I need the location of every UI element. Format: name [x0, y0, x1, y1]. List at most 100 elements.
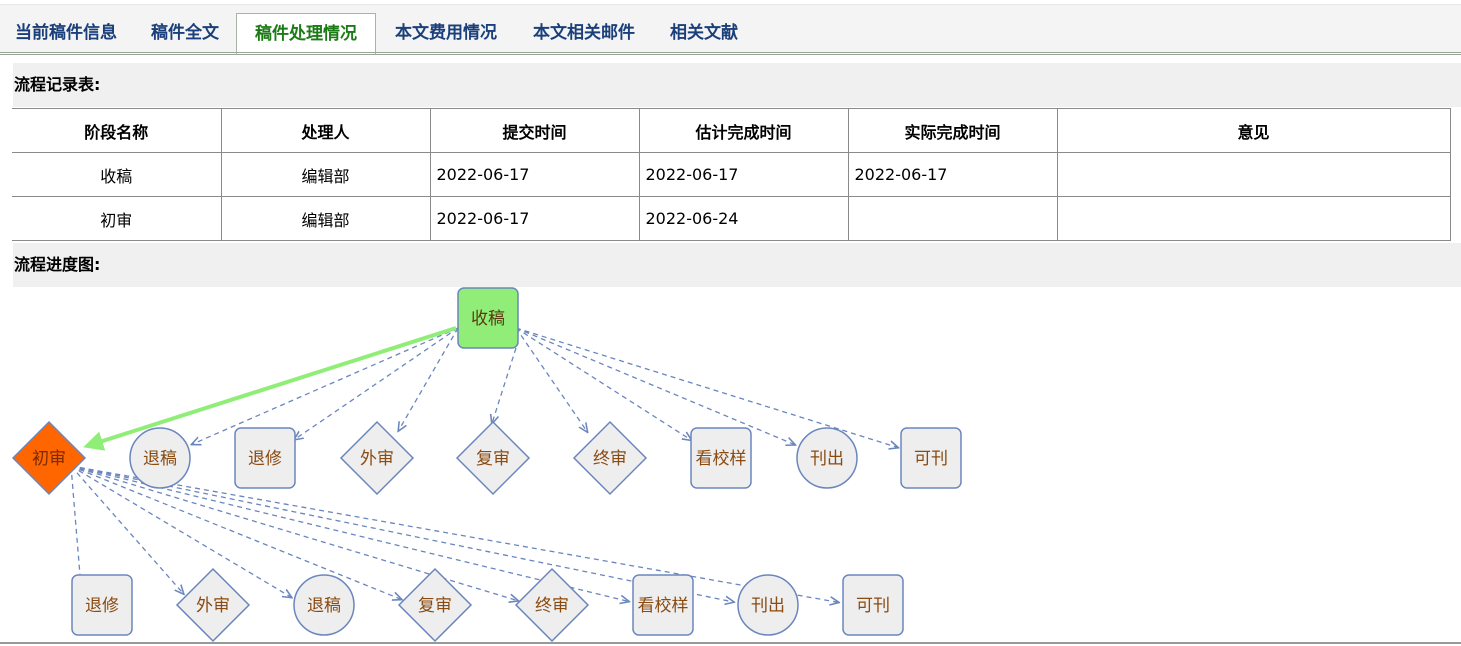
cell-stage: 初审: [12, 196, 222, 241]
flow-node-shape: [234, 427, 296, 489]
flow-node: 外审: [175, 567, 251, 643]
tab-full-text[interactable]: 稿件全文: [151, 23, 219, 43]
flow-node-label: 可刊: [914, 449, 948, 469]
flow-node: 退稿: [293, 574, 355, 636]
flow-node-shape: [339, 420, 415, 496]
flow-node-shape: [455, 420, 531, 496]
flow-node-shape: [514, 567, 590, 643]
column-header: 处理人: [220, 108, 431, 153]
cell-estimated: 2022-06-24: [638, 196, 849, 241]
flow-node-start: 收稿: [457, 287, 519, 349]
cell-handler: 编辑部: [220, 152, 431, 197]
cell-estimated: 2022-06-17: [638, 152, 849, 197]
tab-fee-status[interactable]: 本文费用情况: [395, 23, 497, 43]
column-header: 意见: [1056, 108, 1451, 153]
flow-node-current-label: 初审: [32, 449, 66, 469]
flow-node-shape: [690, 427, 752, 489]
flow-node: 终审: [514, 567, 590, 643]
cell-actual: [847, 196, 1058, 241]
flow-edge: [70, 465, 839, 603]
flow-node-label: 复审: [418, 596, 452, 616]
flow-edge: [515, 327, 899, 448]
flow-node: 看校样: [690, 427, 752, 489]
flow-node-label: 终审: [593, 449, 627, 469]
flow-node-current-shape: [11, 420, 87, 496]
record-table: 阶段名称 处理人 提交时间 估计完成时间 实际完成时间 意见 收稿 编辑部 20…: [12, 108, 1451, 241]
flow-node-label: 退修: [85, 596, 119, 616]
flow-node-start-label: 收稿: [471, 309, 505, 329]
flow-node-start-shape: [457, 287, 519, 349]
flow-node: 退修: [234, 427, 296, 489]
flow-node-shape: [71, 574, 133, 636]
flow-edge: [70, 465, 292, 598]
column-header: 估计完成时间: [638, 108, 849, 153]
flow-node-shape: [796, 427, 858, 489]
flow-node-shape: [293, 574, 355, 636]
flow-edge: [70, 465, 81, 591]
flow-node-label: 刊出: [810, 449, 844, 469]
flow-edge: [191, 327, 459, 445]
flow-node: 刊出: [737, 574, 799, 636]
flow-node: 退稿: [129, 427, 191, 489]
record-section-title: 流程记录表:: [13, 63, 1461, 107]
flow-node: 可刊: [842, 574, 904, 636]
flow-edge: [294, 327, 459, 440]
flow-edge: [515, 327, 796, 445]
flow-node-label: 复审: [476, 449, 510, 469]
flow-edge: [70, 465, 629, 602]
flow-section-title: 流程进度图:: [13, 243, 1461, 287]
flow-node: 看校样: [632, 574, 694, 636]
flow-edge: [70, 465, 519, 601]
flow-node-label: 终审: [535, 596, 569, 616]
table-row: 收稿 编辑部 2022-06-17 2022-06-17 2022-06-17: [12, 152, 1451, 197]
flow-node: 终审: [572, 420, 648, 496]
flow-edge: [70, 465, 184, 594]
flow-node-label: 刊出: [751, 596, 785, 616]
flow-node-shape: [632, 574, 694, 636]
flow-node-label: 看校样: [638, 596, 689, 616]
flow-node: 退修: [71, 574, 133, 636]
flow-node-shape: [737, 574, 799, 636]
flow-node-shape: [572, 420, 648, 496]
flow-node-label: 退修: [248, 449, 282, 469]
table-row: 初审 编辑部 2022-06-17 2022-06-24: [12, 196, 1451, 241]
flow-edge: [515, 327, 692, 440]
flow-node-label: 外审: [196, 596, 230, 616]
flow-node: 外审: [339, 420, 415, 496]
flow-edge: [70, 465, 734, 602]
flow-node-shape: [129, 427, 191, 489]
cell-handler: 编辑部: [220, 196, 431, 241]
bottom-divider: [0, 642, 1461, 644]
tab-processing-status[interactable]: 稿件处理情况: [236, 13, 376, 55]
flow-node-current: 初审: [11, 420, 87, 496]
flow-edge: [492, 347, 517, 424]
flow-node-label: 退稿: [143, 449, 177, 469]
cell-opinion: [1056, 196, 1451, 241]
flow-node-label: 退稿: [307, 596, 341, 616]
flow-node: 可刊: [900, 427, 962, 489]
flow-edge: [398, 327, 459, 431]
flow-node: 复审: [455, 420, 531, 496]
flow-node-label: 可刊: [856, 596, 890, 616]
flow-edge: [70, 465, 402, 600]
cell-submitted: 2022-06-17: [429, 152, 640, 197]
tab-manuscript-info[interactable]: 当前稿件信息: [15, 23, 117, 43]
tab-bar: 当前稿件信息 稿件全文 稿件处理情况 本文费用情况 本文相关邮件 相关文献: [0, 4, 1461, 55]
flow-node: 复审: [397, 567, 473, 643]
flow-edge: [515, 327, 588, 432]
flow-node-shape: [900, 427, 962, 489]
column-header: 阶段名称: [12, 108, 222, 153]
tab-related-references[interactable]: 相关文献: [670, 23, 738, 43]
cell-submitted: 2022-06-17: [429, 196, 640, 241]
flow-node-label: 外审: [360, 449, 394, 469]
flow-node-label: 看校样: [696, 449, 747, 469]
flow-node-shape: [175, 567, 251, 643]
flow-node: 刊出: [796, 427, 858, 489]
column-header: 提交时间: [429, 108, 640, 153]
tab-related-emails[interactable]: 本文相关邮件: [533, 23, 635, 43]
flow-node-shape: [842, 574, 904, 636]
table-header-row: 阶段名称 处理人 提交时间 估计完成时间 实际完成时间 意见: [12, 108, 1451, 153]
flow-node-shape: [397, 567, 473, 643]
column-header: 实际完成时间: [847, 108, 1058, 153]
